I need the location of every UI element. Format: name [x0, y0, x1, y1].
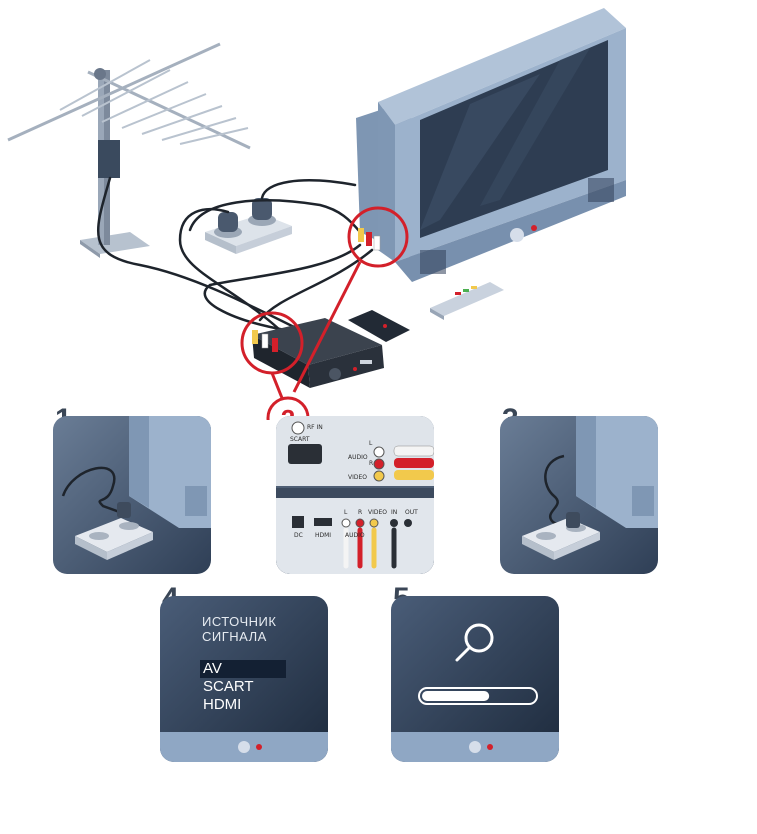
box-l-label: L: [344, 509, 348, 516]
source-menu-title-line2: СИГНАЛА: [202, 629, 267, 644]
connection-scene: 2: [7, 8, 626, 420]
source-menu-title: ИСТОЧНИК СИГНАЛА: [202, 614, 276, 644]
scart-label: SCART: [290, 436, 310, 443]
audio-label: AUDIO: [348, 454, 368, 461]
video-label: VIDEO: [348, 474, 368, 481]
step-5-panel: [391, 596, 559, 762]
box-video-label: VIDEO: [368, 509, 388, 516]
source-option-scart[interactable]: SCART: [203, 678, 254, 695]
source-menu-title-line1: ИСТОЧНИК: [202, 614, 277, 629]
dc-label: DC: [294, 532, 303, 539]
hdmi-label: HDMI: [315, 532, 332, 539]
step-1-panel: [53, 416, 211, 574]
source-option-av[interactable]: AV: [200, 660, 286, 678]
out-label: OUT: [405, 509, 418, 516]
step-3-panel: [500, 416, 658, 574]
antenna-icon: [7, 42, 251, 258]
in-label: IN: [391, 509, 398, 516]
box-audio-label: AUDIO: [345, 532, 365, 539]
step-4-panel: ИСТОЧНИК СИГНАЛА AV SCART HDMI: [160, 596, 328, 762]
scan-progress-fill: [422, 691, 490, 701]
source-option-hdmi[interactable]: HDMI: [203, 696, 242, 713]
magnifier-icon: [455, 623, 494, 662]
connection-callout: [240, 206, 409, 399]
tv-r-label: R: [369, 460, 374, 467]
tv-l-label: L: [369, 440, 373, 447]
box-r-label: R: [358, 509, 363, 516]
step-2-panel: RF IN SCART AUDIO VIDEO L R DC HDMI L R …: [276, 416, 434, 574]
power-outlet-icon: [205, 198, 292, 254]
rf-in-label: RF IN: [307, 424, 323, 431]
remote-icon: [348, 282, 504, 342]
power-outlet-icon: [75, 518, 153, 560]
scan-progress-track: [418, 687, 538, 705]
tv-icon: [356, 8, 626, 282]
